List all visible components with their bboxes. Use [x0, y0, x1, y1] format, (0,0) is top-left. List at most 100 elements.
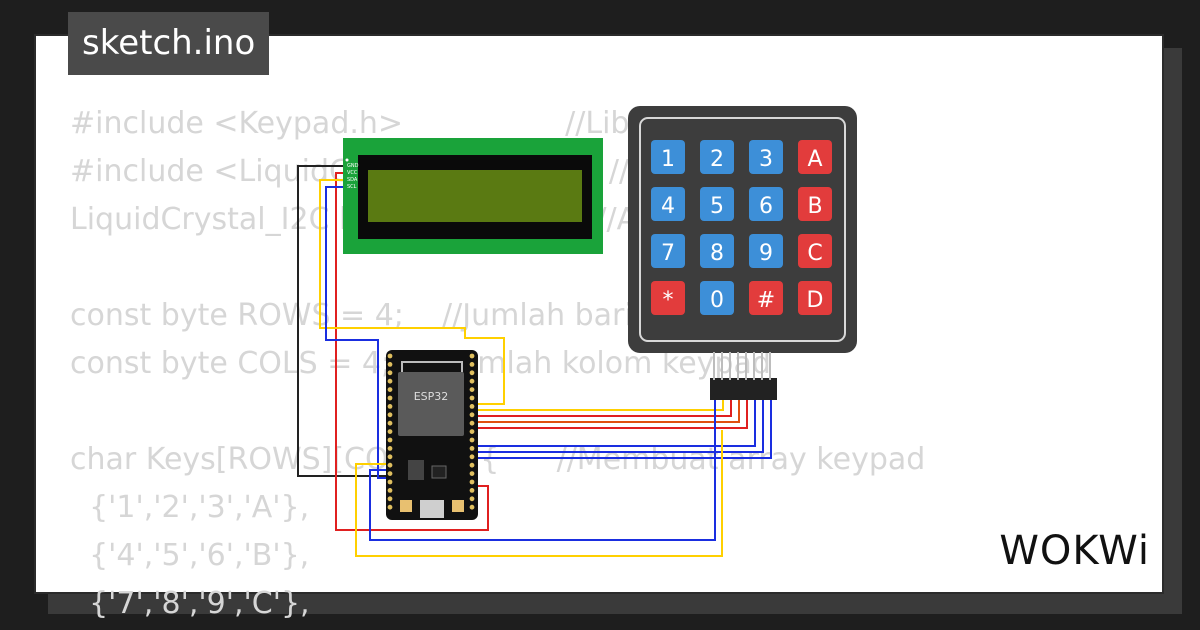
keypad-key[interactable] [700, 234, 734, 268]
code-line: {'1','2','3','A'}, [70, 490, 310, 525]
keypad-key-label: 7 [661, 241, 675, 266]
esp32-pin [387, 488, 393, 493]
esp32-pin [469, 496, 475, 502]
esp32-pin [469, 404, 475, 409]
esp32-pin [387, 429, 393, 434]
wire-k8b [355, 430, 723, 557]
esp32-pin [387, 479, 393, 485]
wire-k2 [478, 398, 732, 417]
wire-k7 [478, 398, 772, 459]
wire-sda [319, 179, 505, 405]
esp32-pin [387, 504, 393, 510]
esp32-pin [387, 362, 393, 367]
wire-k5 [478, 398, 756, 447]
keypad-key[interactable] [798, 234, 832, 268]
lcd-pin-vcc: VCC [347, 170, 358, 176]
keypad-key-label: 6 [759, 194, 773, 219]
esp32-pin [387, 395, 393, 401]
esp32-pin [387, 462, 393, 468]
wire-k8a [369, 398, 716, 541]
keypad-key-label: D [807, 288, 824, 313]
wire-vcc [335, 172, 489, 531]
esp32-pin [469, 437, 475, 443]
esp32-pin [387, 412, 393, 418]
esp32-pin [387, 446, 393, 451]
keypad-key[interactable] [749, 140, 783, 174]
keypad-key[interactable] [651, 281, 685, 315]
keypad-key[interactable] [798, 187, 832, 221]
keypad-key[interactable] [798, 281, 832, 315]
keypad-key-label: 4 [661, 194, 675, 219]
keypad-key[interactable] [700, 281, 734, 315]
keypad-key-label: 9 [759, 241, 773, 266]
keypad-key-label: 5 [710, 194, 724, 219]
keypad-key-label: 8 [710, 241, 724, 266]
keypad-key-label: 3 [759, 147, 773, 172]
esp32-pin [387, 378, 393, 384]
esp32-pin [387, 454, 393, 460]
keypad-key-label: C [807, 241, 822, 266]
wire-scl [325, 186, 388, 479]
esp32-pin [469, 454, 475, 460]
esp32-pin [469, 420, 475, 426]
esp32-pin [387, 387, 393, 392]
keypad-key-label: * [663, 288, 674, 313]
esp32-pin [469, 395, 475, 401]
esp32-pin [387, 404, 393, 409]
esp32-pin [469, 488, 475, 493]
wire-gnd [297, 165, 388, 477]
keypad-key[interactable] [651, 234, 685, 268]
keypad-key[interactable] [651, 187, 685, 221]
esp32-pin [387, 437, 393, 443]
keypad-key-label: B [807, 194, 822, 219]
esp32-pin [469, 387, 475, 392]
keypad-key-label: 1 [661, 147, 675, 172]
keypad-key[interactable] [749, 234, 783, 268]
wokwi-logo: WOKWi [999, 528, 1150, 574]
esp32-pin [387, 370, 393, 376]
keypad-key[interactable] [798, 140, 832, 174]
wire-k1 [478, 398, 724, 411]
keypad-key-label: 0 [710, 288, 724, 313]
esp32-pin [469, 479, 475, 485]
lcd-module: GND VCC SDA SCL [343, 138, 603, 254]
esp32-pin [469, 378, 475, 384]
keypad-key[interactable] [700, 187, 734, 221]
preview-card: #include <Keypad.h> //Library keypad#inc… [34, 34, 1164, 621]
code-line: {'4','5','6','B'}, [70, 538, 310, 573]
esp32-pin [469, 504, 475, 510]
wire-k6 [478, 398, 764, 453]
file-name-tab: sketch.ino [68, 12, 270, 75]
code-line: char Keys[ROWS][COLS] = { //Membuat arra… [70, 442, 926, 477]
esp32-pin [387, 471, 393, 476]
keypad-key[interactable] [749, 281, 783, 315]
esp32-pin [469, 462, 475, 468]
wires [297, 165, 772, 557]
wire-k4 [478, 398, 748, 429]
esp32-pin [387, 496, 393, 502]
lcd-pin-sda: SDA [347, 177, 358, 183]
keypad-key[interactable] [749, 187, 783, 221]
keypad-key-label: A [807, 147, 822, 172]
code-line: {'7','8','9','C'}, [70, 586, 310, 621]
esp32-pin [469, 353, 475, 359]
lcd-pin-scl: SCL [347, 184, 357, 190]
esp32-pin [469, 446, 475, 451]
esp32-chip-label: ESP32 [414, 390, 449, 403]
esp32-pins [387, 353, 475, 510]
lcd-pin-gnd: GND [347, 163, 359, 169]
keypad-connector [710, 352, 777, 400]
esp32-pin [469, 362, 475, 367]
esp32-pin [469, 471, 475, 476]
wire-k3 [478, 398, 740, 423]
keypad-key-label: 2 [710, 147, 724, 172]
esp32-pin [387, 420, 393, 426]
keypad-key[interactable] [700, 140, 734, 174]
keypad-key[interactable] [651, 140, 685, 174]
esp32-pin [387, 353, 393, 359]
esp32-pin [469, 429, 475, 434]
esp32-pin [469, 370, 475, 376]
